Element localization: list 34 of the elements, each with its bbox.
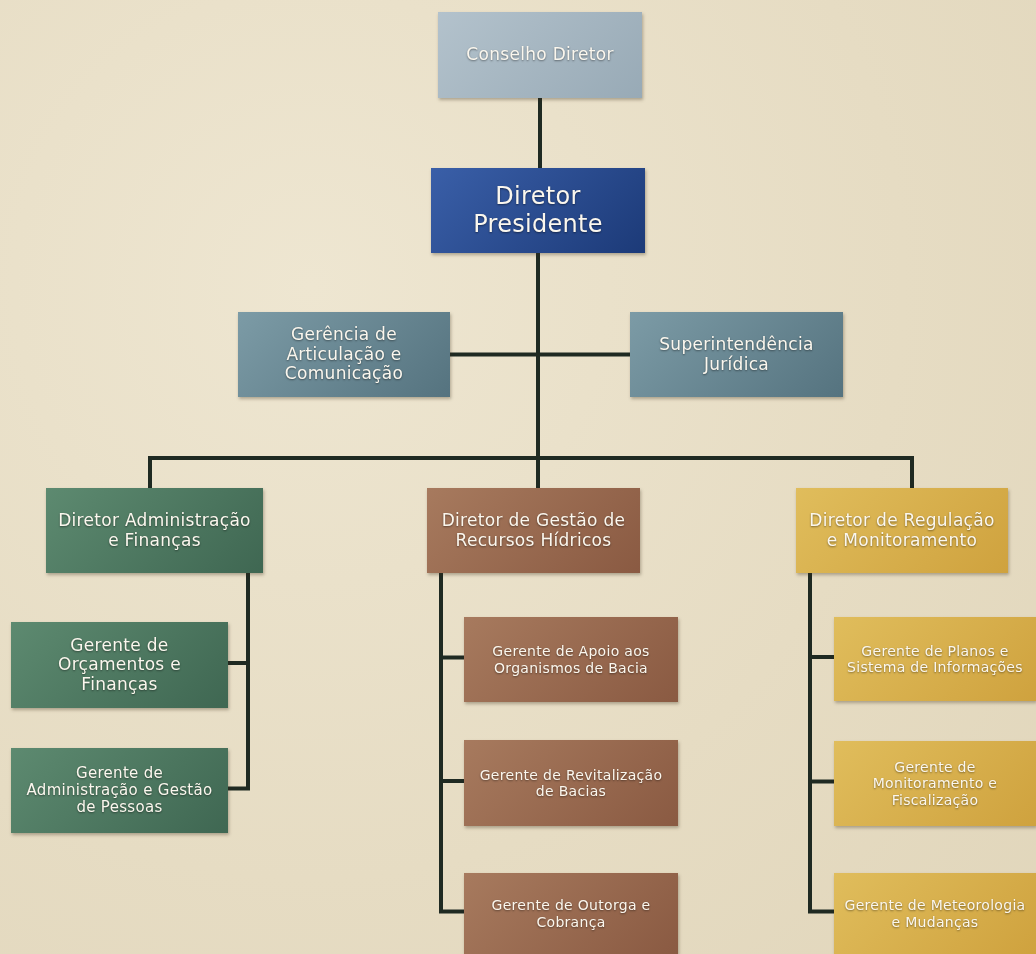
connector-line xyxy=(439,573,464,914)
org-box xyxy=(464,617,678,702)
position-title: Gerente de Administração e Gestão de Pessoas xyxy=(25,764,214,817)
org-box xyxy=(438,12,642,98)
position-title: Gerente de Outorga e Cobrança xyxy=(490,897,652,930)
position-title: Gerente de Orçamentos e Finanças xyxy=(57,635,182,695)
position-title: Diretor de Gestão de Recursos Hídricos xyxy=(440,510,627,551)
position-title: Diretor Presidente xyxy=(472,182,604,239)
position-title: Gerência de Articulação e Comunicação xyxy=(283,325,405,384)
position-title: Diretor Administração e Finanças xyxy=(57,510,252,551)
position-title: Gerente de Apoio aos Organismos de Bacia xyxy=(491,643,651,676)
org-box xyxy=(834,873,1036,954)
org-box xyxy=(238,312,450,397)
position-title: Superintendência Jurídica xyxy=(658,334,815,375)
org-box xyxy=(11,622,228,708)
position-title: Conselho Diretor xyxy=(466,45,614,65)
org-box xyxy=(11,748,228,833)
org-box xyxy=(431,168,645,253)
position-title: Gerente de Meteorologia e Mudanças xyxy=(843,897,1027,930)
position-title: Gerente de Revitalização de Bacias xyxy=(478,766,664,800)
org-box xyxy=(46,488,263,573)
position-title: Gerente de Monitoramento e Fiscalização xyxy=(871,759,999,808)
org-box xyxy=(427,488,640,573)
connector-line xyxy=(538,98,542,168)
org-box xyxy=(464,740,678,826)
org-box xyxy=(464,873,678,954)
position-title: Diretor de Regulação e Monitoramento xyxy=(808,510,996,551)
org-box xyxy=(834,741,1036,826)
position-title: Gerente de Planos e Sistema de Informações xyxy=(846,642,1024,676)
org-box xyxy=(630,312,843,397)
org-box xyxy=(834,617,1036,701)
connector-line xyxy=(808,573,834,914)
org-box xyxy=(796,488,1008,573)
connector-line xyxy=(228,573,250,791)
